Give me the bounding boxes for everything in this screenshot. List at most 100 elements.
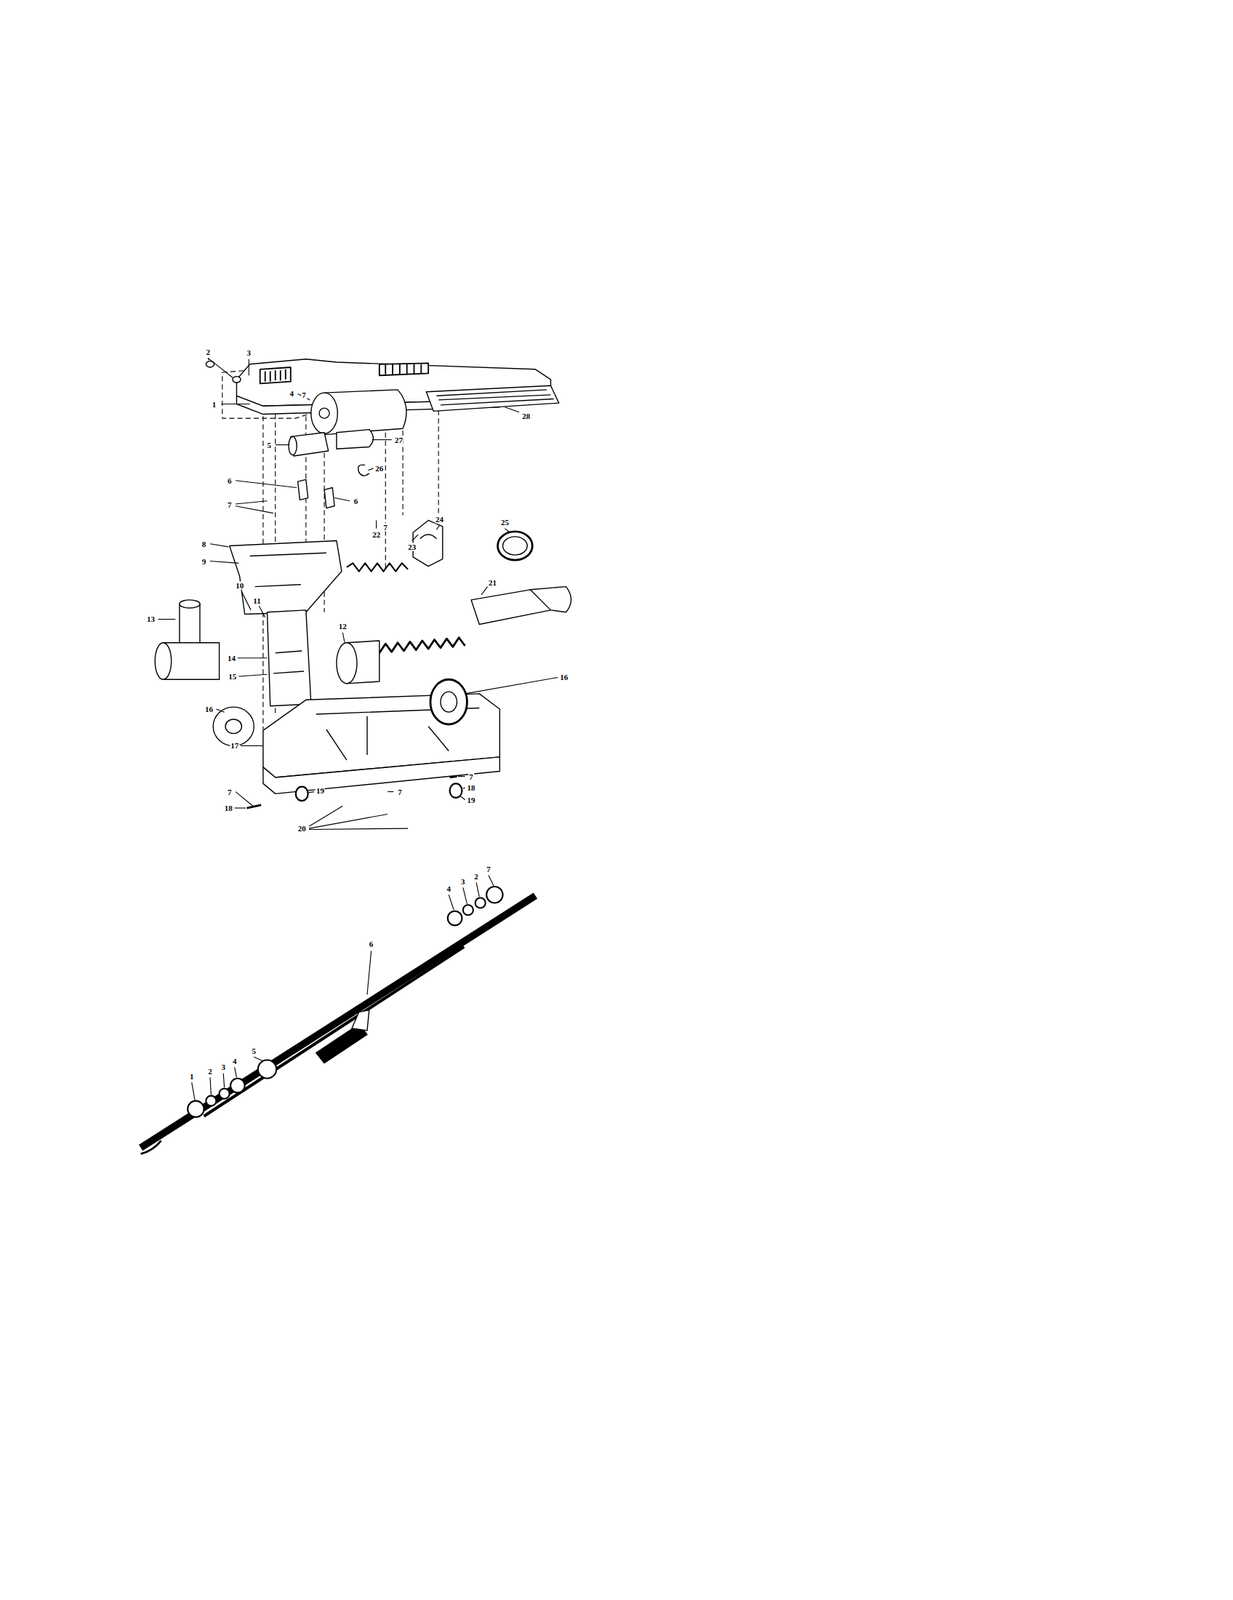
callout-number: 4 bbox=[445, 884, 452, 893]
callout-number: 18 bbox=[223, 804, 234, 813]
callout-number: 3 bbox=[246, 348, 253, 357]
contact bbox=[298, 479, 309, 500]
bearing bbox=[219, 1088, 230, 1099]
motor-end bbox=[311, 392, 338, 434]
hood-vents bbox=[260, 362, 429, 384]
wheel-hub bbox=[225, 719, 242, 734]
axle bbox=[450, 776, 458, 778]
contact bbox=[324, 487, 335, 509]
callout-number: 7 bbox=[300, 390, 307, 399]
plate-detail bbox=[250, 552, 327, 586]
callout-number: 2 bbox=[207, 1066, 214, 1075]
callout-number: 7 bbox=[485, 865, 492, 874]
plate bbox=[229, 540, 342, 614]
wheel-hub bbox=[440, 691, 457, 712]
brush-tip bbox=[141, 1139, 162, 1154]
axle bbox=[246, 804, 261, 808]
callout-number: 6 bbox=[226, 476, 233, 485]
callout-number: 10 bbox=[234, 581, 245, 590]
callout-number: 7 bbox=[226, 500, 233, 509]
callout-number: 7 bbox=[383, 523, 389, 532]
hose-end bbox=[529, 586, 571, 613]
belt-pulley bbox=[316, 1023, 368, 1063]
callout-number: 21 bbox=[487, 577, 498, 586]
lamp bbox=[336, 429, 374, 450]
motor-hub bbox=[319, 407, 330, 419]
grill-lines bbox=[436, 389, 554, 405]
callout-number: 24 bbox=[434, 515, 445, 524]
callout-number: 5 bbox=[251, 1046, 258, 1055]
cord bbox=[346, 562, 408, 571]
ring-inner bbox=[503, 536, 528, 555]
post-detail bbox=[273, 650, 304, 674]
hook bbox=[358, 464, 370, 476]
bearing-housing bbox=[230, 1078, 246, 1093]
tool-pipe-top bbox=[179, 599, 200, 608]
callout-number: 2 bbox=[205, 347, 211, 356]
callout-number: 22 bbox=[371, 530, 381, 539]
brush-roll bbox=[141, 895, 536, 1148]
callout-number: 6 bbox=[353, 496, 360, 505]
callout-number: 17 bbox=[229, 741, 240, 750]
post bbox=[267, 609, 312, 706]
assembly-lines bbox=[222, 362, 439, 730]
callout-number: 19 bbox=[315, 786, 325, 795]
callout-number: 9 bbox=[201, 556, 208, 565]
pulley bbox=[351, 1009, 370, 1031]
leader-lines bbox=[157, 357, 558, 829]
fan-end bbox=[336, 642, 357, 684]
callout-number: 4 bbox=[231, 1056, 238, 1065]
callout-number: 5 bbox=[266, 440, 273, 449]
callout-number: 26 bbox=[374, 463, 384, 472]
callout-number: 7 bbox=[396, 787, 403, 796]
screw bbox=[232, 376, 241, 383]
callout-number: 13 bbox=[146, 615, 156, 624]
callout-number: 2 bbox=[473, 872, 480, 881]
end-cap bbox=[187, 1100, 204, 1117]
callout-number: 11 bbox=[252, 596, 261, 605]
washer bbox=[205, 1095, 216, 1106]
brush-end bbox=[258, 1059, 277, 1079]
callout-number: 27 bbox=[394, 435, 404, 444]
ring bbox=[497, 531, 533, 560]
wheel bbox=[430, 679, 468, 725]
end-cap bbox=[486, 886, 503, 903]
callout-number: 16 bbox=[559, 673, 569, 682]
callout-number: 25 bbox=[500, 518, 510, 527]
callout-number: 28 bbox=[521, 412, 531, 421]
callout-number: 7 bbox=[226, 787, 233, 796]
callout-number: 18 bbox=[466, 782, 477, 791]
callout-number: 19 bbox=[466, 795, 477, 804]
hose bbox=[367, 637, 466, 653]
callout-number: 20 bbox=[297, 824, 307, 833]
callout-number: 3 bbox=[460, 877, 467, 886]
switch-end bbox=[288, 436, 297, 455]
callout-number: 14 bbox=[226, 653, 237, 662]
callout-number: 1 bbox=[189, 1071, 195, 1080]
callout-number: 23 bbox=[407, 542, 417, 551]
tool-end bbox=[154, 642, 171, 680]
bracket bbox=[412, 519, 443, 566]
bracket-detail bbox=[420, 534, 437, 539]
callout-number: 4 bbox=[288, 389, 295, 398]
tool-pipe bbox=[179, 603, 200, 645]
front-grill bbox=[426, 385, 559, 411]
washer bbox=[475, 897, 486, 908]
leader-lines bbox=[191, 875, 494, 1100]
bearing bbox=[463, 904, 474, 915]
bearing-housing bbox=[447, 910, 463, 926]
callout-number: 7 bbox=[468, 772, 475, 781]
callout-number: 15 bbox=[227, 672, 238, 681]
callout-number: 3 bbox=[220, 1062, 227, 1071]
callout-number: 6 bbox=[368, 939, 375, 948]
wheel bbox=[213, 706, 254, 746]
callout-number: 12 bbox=[338, 622, 348, 631]
callout-number: 16 bbox=[204, 704, 214, 713]
roller bbox=[295, 786, 309, 802]
dowel bbox=[204, 946, 465, 1116]
callout-number: 1 bbox=[211, 399, 218, 408]
callout-number: 8 bbox=[201, 539, 208, 548]
